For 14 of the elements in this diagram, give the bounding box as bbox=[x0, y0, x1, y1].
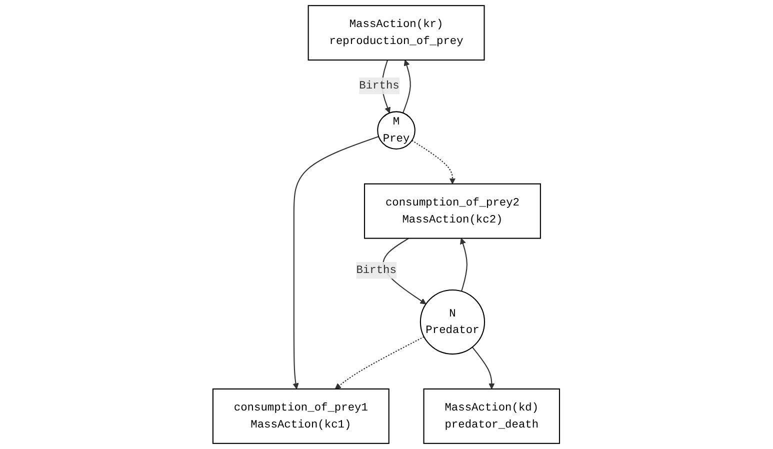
arrow bbox=[412, 140, 456, 184]
node-box: MassAction(kd) predator_death bbox=[424, 388, 560, 444]
node-box: MassAction(kr) reproduction_of_prey bbox=[308, 5, 486, 61]
edge-label: Births bbox=[359, 80, 400, 92]
arrow bbox=[472, 346, 495, 390]
node-box: consumption_of_prey1 MassAction(kc1) bbox=[212, 388, 390, 444]
node-circle: N Predator bbox=[420, 289, 486, 355]
node-box: consumption_of_prey2 MassAction(kc2) bbox=[364, 183, 542, 239]
arrow bbox=[402, 60, 412, 114]
edge-label: Births bbox=[356, 264, 397, 277]
arrow bbox=[335, 336, 425, 390]
arrow bbox=[293, 136, 380, 390]
arrow bbox=[460, 238, 468, 292]
node-circle: M Prey bbox=[377, 111, 416, 150]
